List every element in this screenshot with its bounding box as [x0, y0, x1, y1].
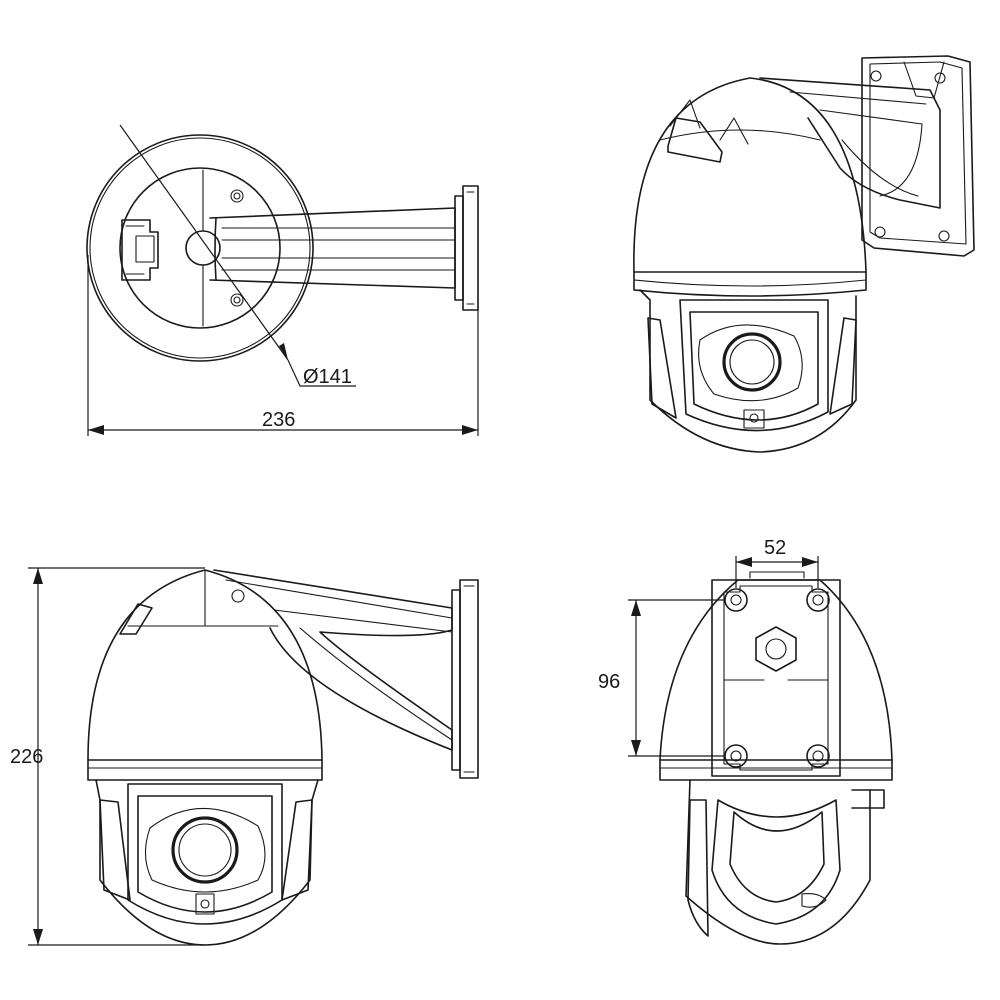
width-label: 236: [262, 409, 295, 431]
diameter-label: Ø141: [303, 366, 352, 388]
top-view: [86, 124, 479, 436]
isometric-view: [633, 55, 975, 453]
back-view: [628, 556, 893, 945]
mount-height-label: 96: [598, 671, 620, 693]
side-view: [28, 567, 479, 946]
mount-width-label: 52: [764, 537, 786, 559]
height-label: 226: [10, 746, 43, 768]
